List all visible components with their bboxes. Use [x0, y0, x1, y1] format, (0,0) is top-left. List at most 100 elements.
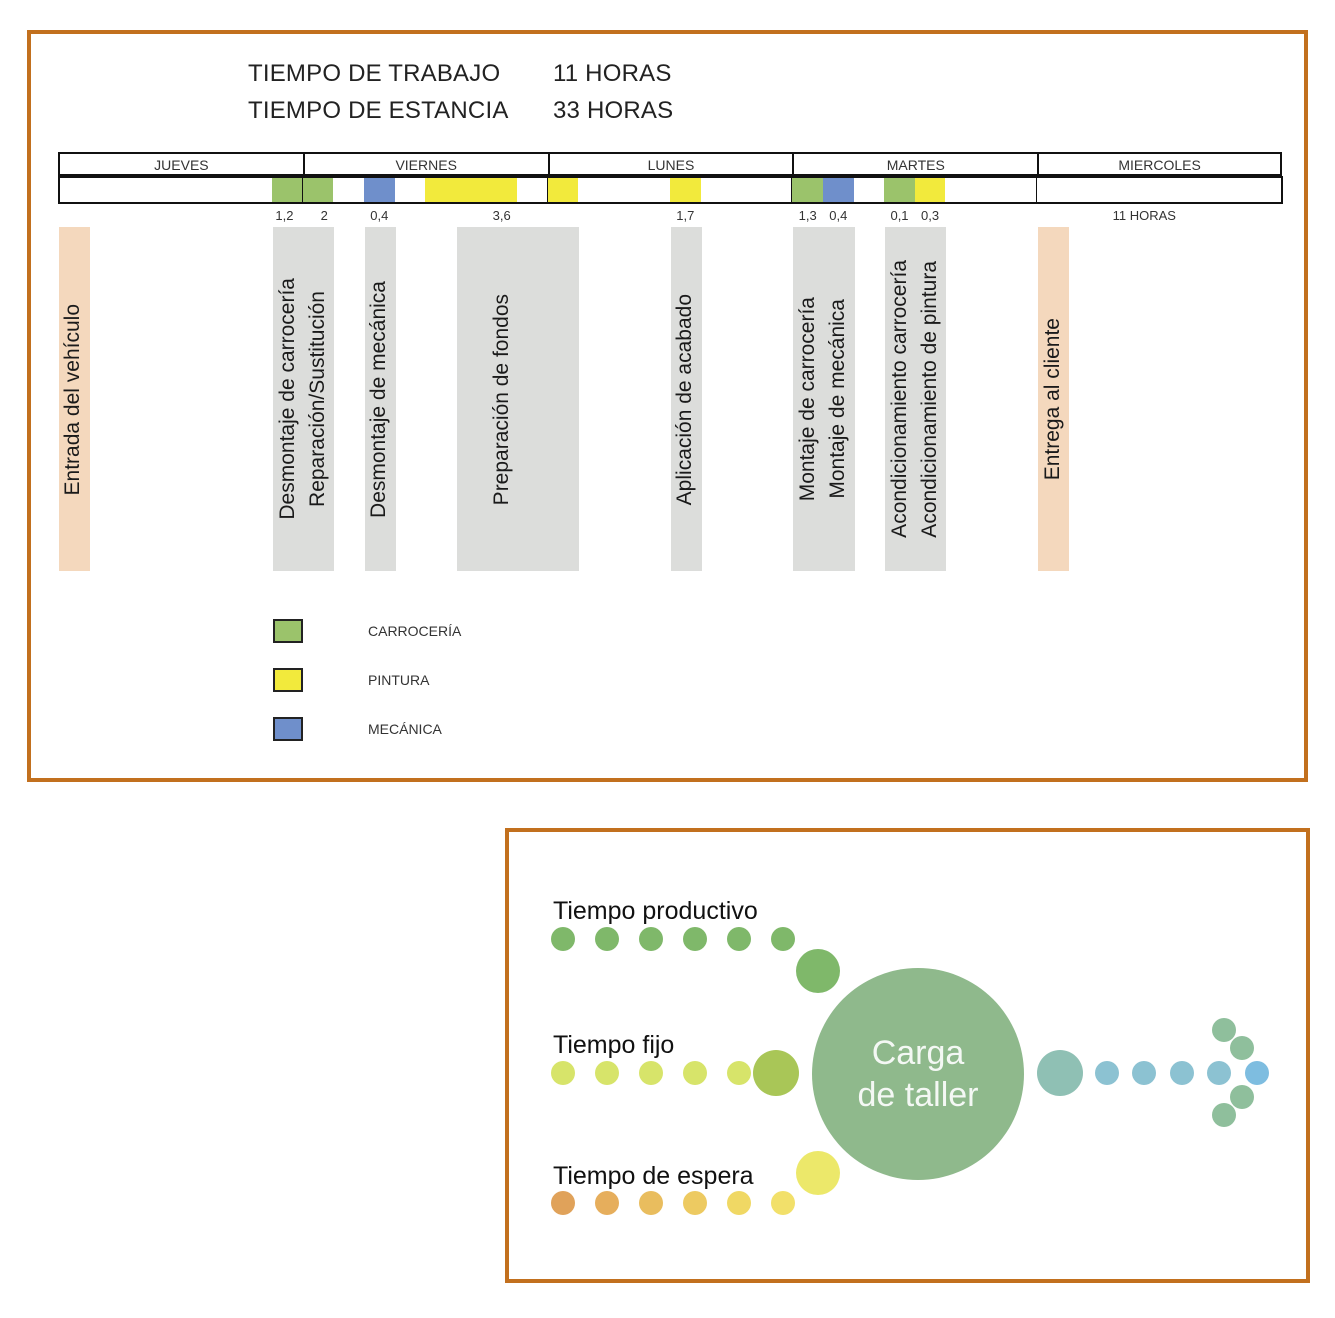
hour-label: 0,4	[370, 208, 389, 223]
slot-empty	[333, 176, 365, 204]
productive-dot	[771, 927, 795, 951]
task-band	[793, 227, 855, 571]
hour-label: 1,2	[275, 208, 294, 223]
slot-empty	[1067, 176, 1100, 204]
fixed-dot	[727, 1061, 751, 1085]
fixed-dot	[639, 1061, 663, 1085]
slot-empty	[58, 176, 90, 204]
task-label: Preparación de fondos	[489, 293, 513, 505]
task-label: Acondicionamiento carrocería	[887, 260, 911, 538]
work-time-value: 11 HORAS	[553, 60, 672, 87]
task-label: Desmontaje de carrocería	[275, 278, 299, 520]
legend-swatch-pintura	[273, 668, 303, 692]
hour-label: 0,4	[829, 208, 848, 223]
slot-pintura	[455, 176, 488, 204]
hour-label: 11 HORAS	[1112, 208, 1176, 223]
slot-empty	[731, 176, 763, 204]
hour-label: 0,3	[921, 208, 940, 223]
slot-empty	[88, 176, 121, 204]
slot-empty	[180, 176, 212, 204]
slot-carroceria	[302, 176, 335, 204]
fixed-large-dot	[753, 1050, 799, 1096]
slot-pintura	[486, 176, 518, 204]
stay-time-value: 33 HORAS	[553, 97, 674, 124]
slot-pintura	[547, 176, 580, 204]
waiting-dot	[551, 1191, 575, 1215]
day-header: VIERNES	[302, 152, 550, 176]
slot-empty	[578, 176, 610, 204]
arrow-head-dot	[1212, 1018, 1236, 1042]
slot-empty	[1006, 176, 1039, 204]
slot-pintura	[425, 176, 457, 204]
productive-time-label: Tiempo productivo	[553, 897, 758, 925]
slot-empty	[241, 176, 274, 204]
productive-dot	[727, 927, 751, 951]
task-band	[456, 227, 580, 571]
task-label: Montaje de mecánica	[826, 299, 850, 499]
waiting-dot	[639, 1191, 663, 1215]
legend-label-carroceria: CARROCERÍA	[368, 623, 462, 639]
slot-mecanica	[823, 176, 855, 204]
slot-empty	[1159, 176, 1192, 204]
slot-empty	[700, 176, 733, 204]
slot-empty	[853, 176, 886, 204]
slot-mecanica	[364, 176, 396, 204]
slot-empty	[149, 176, 182, 204]
slot-empty	[1220, 176, 1253, 204]
arrow-head-dot	[1230, 1085, 1254, 1109]
waiting-dot	[727, 1191, 751, 1215]
slot-empty	[1037, 176, 1069, 204]
productive-large-dot	[796, 949, 840, 993]
task-band	[671, 227, 702, 571]
slot-empty	[1129, 176, 1161, 204]
hour-label: 0,1	[890, 208, 909, 223]
task-label: Entrada del vehículo	[61, 303, 85, 495]
task-band	[885, 227, 947, 571]
waiting-large-dot	[796, 1151, 840, 1195]
hub-text-line-2: de taller	[857, 1076, 979, 1114]
hour-label: 1,3	[798, 208, 817, 223]
task-label: Entrega al cliente	[1040, 318, 1064, 481]
hour-label: 3,6	[492, 208, 511, 223]
workshop-load-hub: Carga de taller	[812, 968, 1024, 1180]
milestone-band	[1038, 227, 1069, 571]
slot-empty	[761, 176, 794, 204]
hub-text-line-1: Carga	[871, 1034, 965, 1072]
productive-dot	[551, 927, 575, 951]
arrow-head-dot	[1230, 1036, 1254, 1060]
day-header: JUEVES	[58, 152, 305, 176]
legend-swatch-mecanica	[273, 717, 303, 741]
milestone-band	[59, 227, 90, 571]
fixed-dot	[595, 1061, 619, 1085]
work-time-label: TIEMPO DE TRABAJO	[248, 60, 501, 87]
fixed-dot	[683, 1061, 707, 1085]
hour-label: 1,7	[676, 208, 695, 223]
task-label: Montaje de carrocería	[795, 297, 819, 502]
productive-dot	[683, 927, 707, 951]
task-band	[273, 227, 335, 571]
output-dot	[1170, 1061, 1194, 1085]
output-dot	[1207, 1061, 1231, 1085]
output-dot	[1132, 1061, 1156, 1085]
schedule-panel	[27, 30, 1308, 782]
arrow-head-dot	[1212, 1103, 1236, 1127]
slot-empty	[119, 176, 151, 204]
output-dot	[1095, 1061, 1119, 1085]
productive-dot	[595, 927, 619, 951]
productive-dot	[639, 927, 663, 951]
task-band	[365, 227, 396, 571]
day-header: MARTES	[792, 152, 1040, 176]
slot-empty	[1098, 176, 1130, 204]
day-header: LUNES	[547, 152, 795, 176]
slot-empty	[211, 176, 243, 204]
slot-empty	[1251, 176, 1283, 204]
slot-empty	[1190, 176, 1222, 204]
slot-empty	[394, 176, 427, 204]
slot-empty	[517, 176, 549, 204]
slot-empty	[639, 176, 671, 204]
task-label: Reparación/Sustitución	[306, 291, 330, 507]
fixed-dot	[551, 1061, 575, 1085]
slot-carroceria	[884, 176, 916, 204]
task-label: Desmontaje de mecánica	[367, 280, 391, 518]
